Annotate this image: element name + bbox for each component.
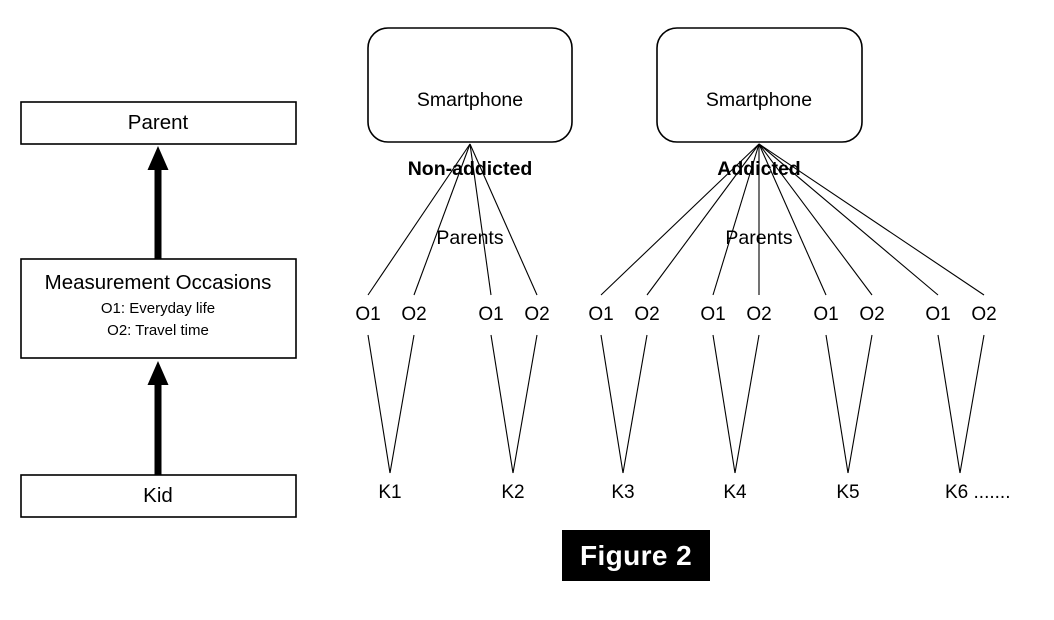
occasion-node-k2-o2: O2: [524, 304, 550, 325]
occasion-node-k6-o2: O2: [971, 304, 997, 325]
occasion-node-k6-o1: O1: [925, 304, 951, 325]
group-label-non-addicted-line1: Smartphone: [416, 89, 524, 111]
kid-node-k5: K5: [836, 482, 860, 503]
occasion-node-k2-o1: O1: [478, 304, 504, 325]
occasion-node-k1-o1: O1: [355, 304, 381, 325]
group-label-non-addicted-line3: Parents: [436, 227, 504, 249]
group-label-addicted-line3: Parents: [725, 227, 793, 249]
occasion-node-k3-o2: O2: [634, 304, 660, 325]
kid-node-k2: K2: [501, 482, 525, 503]
occasion-node-k4-o1: O1: [700, 304, 726, 325]
occasion-node-k3-o1: O1: [588, 304, 614, 325]
occasion-key-line-1: O1: Everyday life: [100, 300, 216, 317]
kid-level-label: Kid: [143, 484, 173, 507]
occasion-node-k1-o2: O2: [401, 304, 427, 325]
group-label-addicted-line2: Addicted: [717, 158, 801, 180]
kid-node-k1: K1: [378, 482, 402, 503]
occasion-node-k4-o2: O2: [746, 304, 772, 325]
occasion-node-k5-o2: O2: [859, 304, 885, 325]
occasion-node-k5-o1: O1: [813, 304, 839, 325]
figure-caption-background: [562, 530, 710, 581]
v-links-occasions-to-kids: [367, 334, 985, 474]
measurement-occasions-level-label: Measurement Occasions: [44, 271, 272, 294]
kid-node-k4: K4: [723, 482, 747, 503]
measurement-occasions-level-box: [20, 258, 297, 359]
group-label-addicted: Smartphone Addicted Parents: [659, 43, 859, 296]
group-label-addicted-line1: Smartphone: [705, 89, 813, 111]
arrow-occasions-to-parent-icon: [147, 146, 169, 259]
fan-lines-addicted: [600, 143, 985, 296]
group-box-addicted: [656, 27, 863, 143]
group-label-non-addicted-line2: Non-addicted: [407, 158, 533, 180]
group-box-non-addicted: [367, 27, 573, 143]
occasion-key-line-2: O2: Travel time: [107, 322, 209, 339]
kid-node-k3: K3: [611, 482, 635, 503]
parent-level-label: Parent: [127, 111, 189, 134]
figure-caption: Figure 2: [579, 540, 693, 571]
arrow-kid-to-occasions-icon: [147, 361, 169, 475]
fan-lines-non-addicted: [367, 143, 538, 296]
group-label-non-addicted: Smartphone Non-addicted Parents: [370, 43, 570, 296]
kid-node-k6: K6 .......: [945, 482, 1011, 503]
parent-level-box: [20, 101, 297, 145]
